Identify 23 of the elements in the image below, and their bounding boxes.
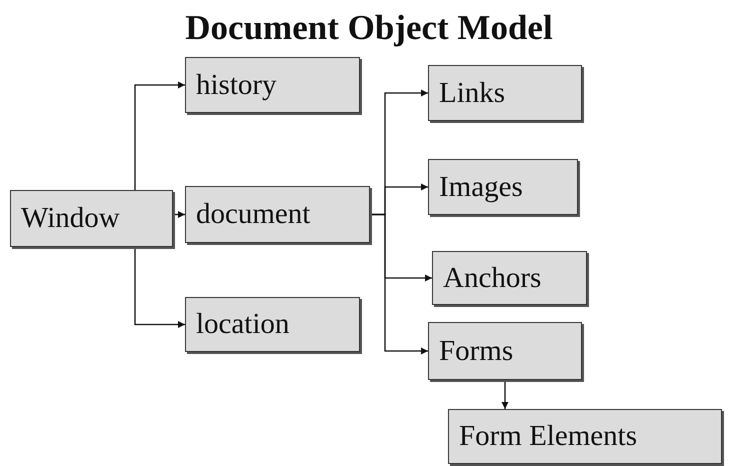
- object-label: Forms: [439, 334, 514, 368]
- object-box: [432, 251, 587, 305]
- object-label: Window: [21, 202, 120, 235]
- object-box: [428, 65, 582, 121]
- object-label: Form Elements: [459, 420, 638, 453]
- object-label: location: [196, 308, 290, 341]
- diagram-title: Document Object Model: [184, 8, 554, 48]
- object-label: Images: [439, 170, 523, 204]
- object-box: [185, 186, 370, 243]
- connector-arrow: [134, 247, 185, 328]
- object-box: [428, 159, 578, 215]
- connector-arrow: [134, 82, 185, 190]
- object-box: [185, 57, 360, 113]
- connector-arrow: [502, 380, 508, 409]
- object-box: [185, 297, 360, 352]
- object-box: [448, 409, 722, 464]
- object-label: document: [196, 198, 310, 231]
- connector-arrow: [370, 214, 428, 354]
- object-label: Anchors: [443, 262, 542, 294]
- object-label: history: [196, 68, 277, 102]
- object-box: [10, 190, 173, 247]
- object-label: Links: [439, 76, 506, 110]
- object-box: [428, 322, 582, 380]
